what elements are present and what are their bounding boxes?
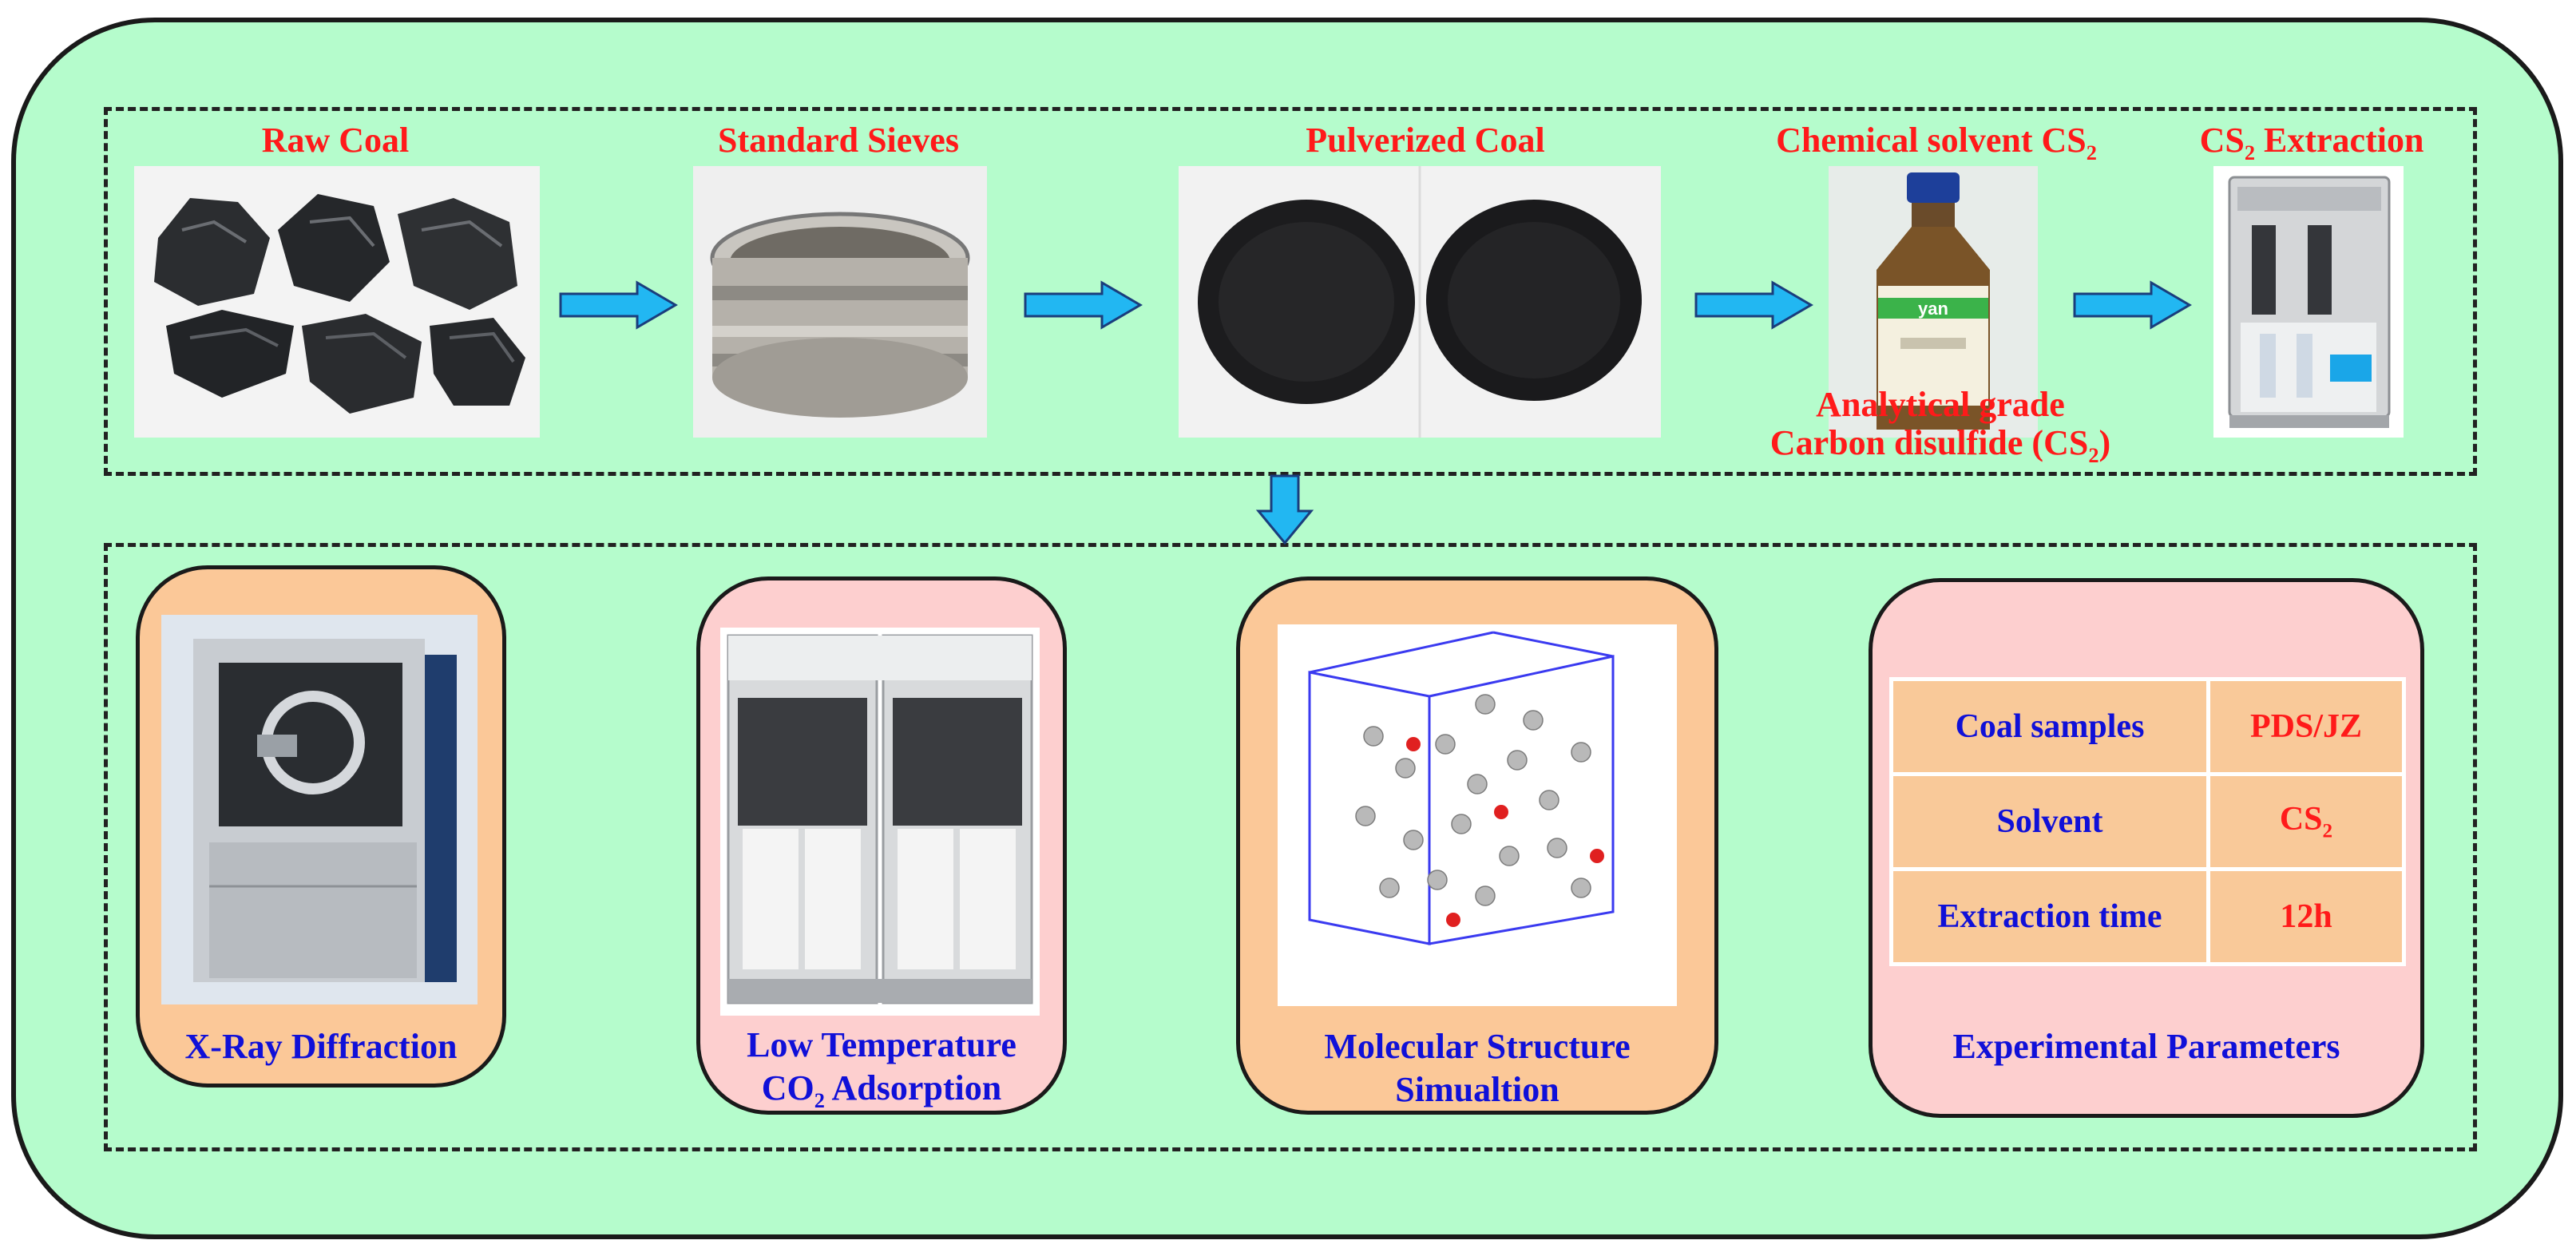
step-title-cs2-extraction: CS2 Extraction [2199, 121, 2424, 164]
param-name: Extraction time [1889, 867, 2210, 966]
param-value: PDS/JZ [2206, 677, 2406, 776]
analysis-group-box [104, 543, 2477, 1151]
svg-text:yan: yan [1918, 299, 1948, 319]
co2-adsorption-instrument-image [720, 628, 1040, 1016]
standard-sieves-image [693, 166, 987, 438]
flow-arrow-right-4 [2073, 280, 2192, 330]
step-title-standard-sieves: Standard Sieves [718, 121, 959, 160]
step-title-raw-coal: Raw Coal [261, 121, 410, 160]
caption-molecular-simulation: Molecular Structure Simualtion [1324, 1027, 1631, 1109]
table-row: Coal samples PDS/JZ [1889, 677, 2406, 776]
param-name: Solvent [1889, 772, 2210, 871]
param-name: Coal samples [1889, 677, 2210, 776]
param-value: CS2 [2206, 772, 2406, 871]
param-value: 12h [2206, 867, 2406, 966]
cs2-extraction-device-image [2213, 166, 2404, 438]
preparation-group-box [104, 107, 2477, 476]
bottle-caption: Analytical grade Carbon disulfide (CS2) [1770, 385, 2111, 467]
step-title-chemical-solvent: Chemical solvent CS2 [1776, 121, 2097, 164]
flow-arrow-down [1255, 474, 1314, 545]
table-row: Solvent CS2 [1889, 772, 2406, 871]
raw-coal-image [134, 166, 540, 438]
flow-arrow-right-2 [1024, 280, 1143, 330]
flow-arrow-right-1 [559, 280, 678, 330]
step-title-pulverized-coal: Pulverized Coal [1306, 121, 1545, 160]
table-row: Extraction time 12h [1889, 867, 2406, 966]
parameters-table: Coal samples PDS/JZ Solvent CS2 Extracti… [1889, 677, 2406, 966]
xrd-machine-image [161, 615, 478, 1004]
molecular-structure-image [1278, 624, 1677, 1006]
parameters-table-wrapper: Coal samples PDS/JZ Solvent CS2 Extracti… [1889, 677, 2406, 966]
pulverized-coal-image [1179, 166, 1661, 438]
flow-arrow-right-3 [1694, 280, 1813, 330]
cs2-bottle-image: yan [1829, 166, 2038, 438]
caption-co2-adsorption: Low Temperature CO2 Adsorption [747, 1025, 1017, 1112]
caption-experimental-parameters: Experimental Parameters [1952, 1027, 2340, 1066]
caption-xrd: X-Ray Diffraction [184, 1027, 458, 1066]
